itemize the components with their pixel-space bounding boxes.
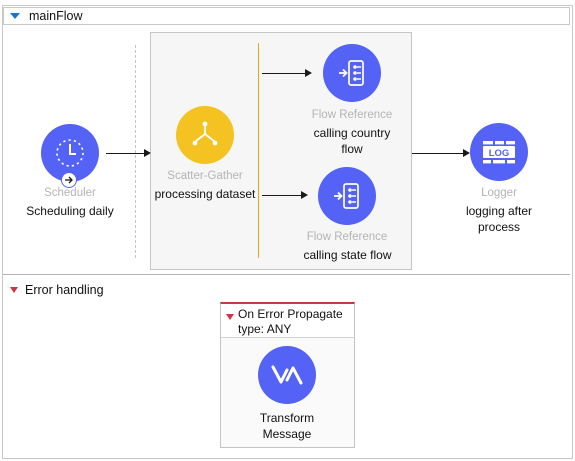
connector-line <box>412 153 464 154</box>
section-divider <box>3 274 570 275</box>
arrow-head-icon <box>144 149 151 157</box>
flow-reference-1-name-line1: calling country <box>313 126 391 140</box>
flow-reference-icon <box>339 60 364 86</box>
error-handling-title: Error handling <box>25 283 104 297</box>
arrow-head-icon <box>301 191 308 199</box>
scatter-gather-icon <box>192 121 218 146</box>
flow-reference-1-component[interactable] <box>323 44 381 102</box>
scatter-route-bar <box>258 43 259 258</box>
on-error-propagate-type: type: ANY <box>238 322 292 336</box>
main-flow-header[interactable]: mainFlow <box>3 7 570 25</box>
collapse-triangle-icon[interactable] <box>10 287 18 293</box>
scatter-gather-component[interactable] <box>176 106 234 164</box>
collapse-triangle-icon[interactable] <box>226 314 234 320</box>
log-icon: LOG <box>483 141 515 164</box>
flow-reference-2-type-label: Flow Reference <box>306 231 388 243</box>
main-flow-title: mainFlow <box>29 9 83 23</box>
flow-reference-2-name: calling state flow <box>303 248 392 262</box>
flow-reference-icon <box>334 183 359 209</box>
connector-line <box>106 153 144 154</box>
arrow-head-icon <box>305 69 312 77</box>
flow-reference-1-name-line2: flow <box>341 142 363 156</box>
flow-reference-1-type-label: Flow Reference <box>311 109 393 121</box>
route-1-line <box>262 73 306 74</box>
canvas-border <box>2 5 573 459</box>
transform-message-component[interactable] <box>258 346 316 404</box>
transform-message-icon <box>271 365 303 385</box>
scheduler-type-label: Scheduler <box>44 187 96 199</box>
source-arrow-badge-icon <box>61 172 77 188</box>
scatter-gather-name: processing dataset <box>154 187 256 201</box>
collapse-triangle-icon[interactable] <box>10 13 20 19</box>
on-error-propagate-header[interactable]: On Error Propagate type: ANY <box>221 304 354 338</box>
route-2-line <box>262 195 302 196</box>
transform-message-name-line2: Message <box>262 427 312 441</box>
logger-type-label: Logger <box>481 187 517 199</box>
scheduler-name: Scheduling daily <box>26 204 114 218</box>
clock-icon <box>56 139 84 167</box>
scatter-gather-type-label: Scatter-Gather <box>167 170 243 182</box>
svg-text:LOG: LOG <box>489 148 510 159</box>
transform-message-name-line1: Transform <box>259 411 315 425</box>
on-error-propagate-title: On Error Propagate <box>238 307 343 321</box>
arrow-head-icon <box>463 149 470 157</box>
logger-name-line1: logging after <box>465 204 533 218</box>
flow-reference-2-component[interactable] <box>318 167 376 225</box>
scheduler-component[interactable] <box>41 124 99 182</box>
source-separator <box>135 45 136 258</box>
logger-component[interactable]: LOG <box>470 123 528 181</box>
logger-name-line2: process <box>477 220 521 234</box>
